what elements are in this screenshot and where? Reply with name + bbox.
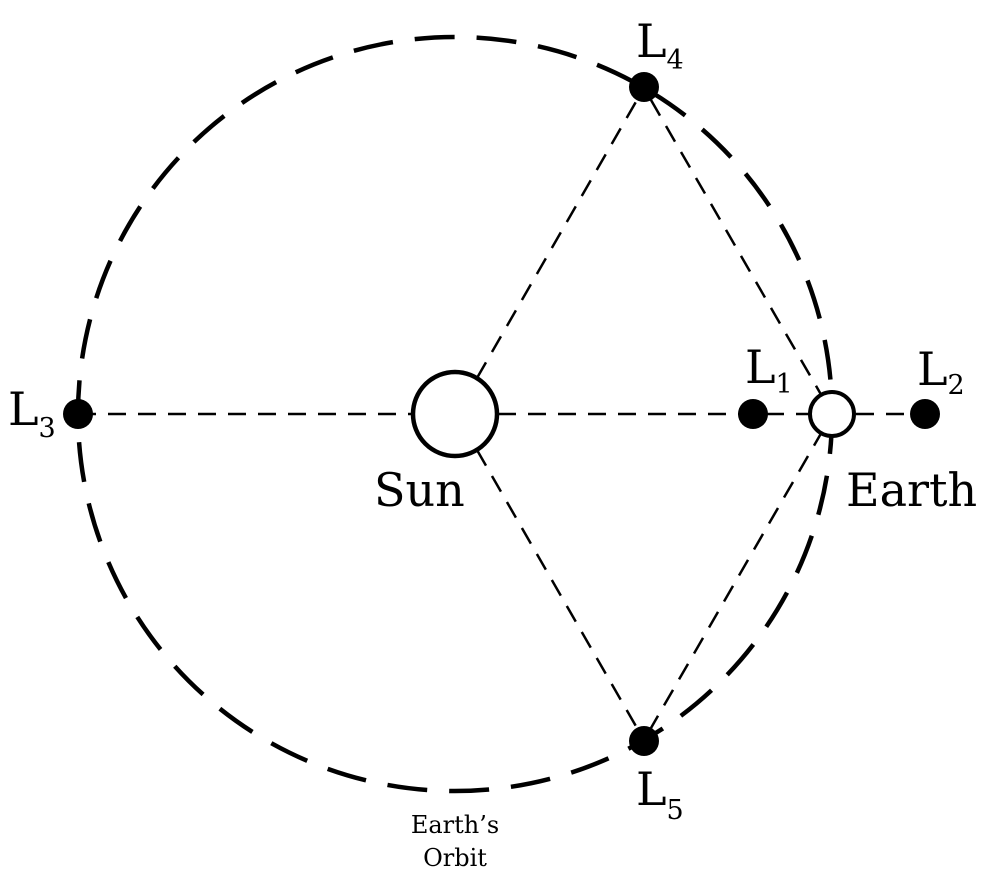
sun-label: Sun bbox=[374, 463, 465, 517]
orbit-label-line1: Earth’s bbox=[411, 811, 499, 839]
l3-point bbox=[63, 399, 93, 429]
l2-letter: L bbox=[917, 342, 948, 396]
l1-label: L1 bbox=[745, 340, 793, 400]
l5-subscript: 5 bbox=[667, 795, 684, 826]
l2-subscript: 2 bbox=[948, 370, 965, 401]
l4-point bbox=[629, 72, 659, 102]
l3-label: L3 bbox=[8, 382, 56, 444]
l5-label: L5 bbox=[636, 762, 684, 826]
l1-letter: L bbox=[745, 340, 776, 394]
l3-letter: L bbox=[8, 382, 39, 436]
l4-earth-line bbox=[649, 99, 825, 399]
l2-label: L2 bbox=[917, 342, 965, 401]
sun-circle bbox=[410, 369, 500, 459]
sun-l4-line bbox=[475, 99, 639, 379]
l4-label: L4 bbox=[636, 14, 684, 76]
orbit-label-line2: Orbit bbox=[423, 844, 487, 872]
earth-label: Earth bbox=[846, 463, 977, 517]
l5-point bbox=[629, 726, 659, 756]
l4-letter: L bbox=[636, 14, 667, 68]
sun-l5-line bbox=[475, 449, 639, 729]
l5-letter: L bbox=[636, 762, 667, 816]
earth-l5-line bbox=[649, 429, 825, 729]
l2-point bbox=[910, 399, 940, 429]
l3-subscript: 3 bbox=[39, 413, 56, 444]
l4-subscript: 4 bbox=[667, 45, 684, 76]
earth-circle bbox=[808, 390, 856, 438]
l1-subscript: 1 bbox=[776, 369, 793, 400]
l1-point bbox=[738, 399, 768, 429]
